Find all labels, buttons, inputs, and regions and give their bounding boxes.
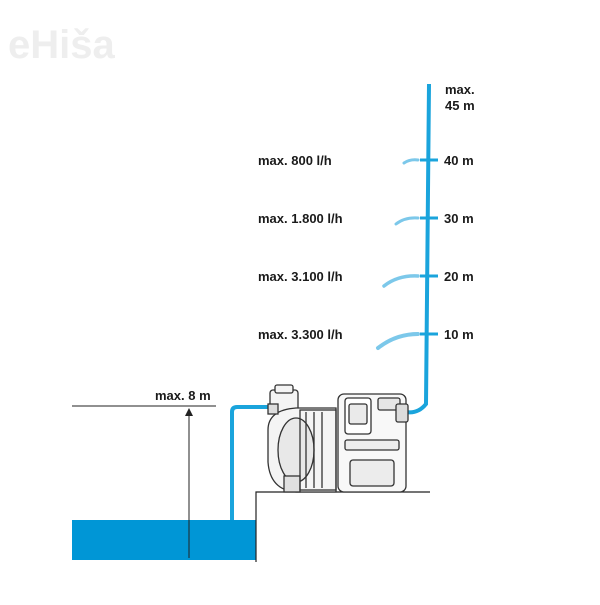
level-row: 20 m max. 3.100 l/h bbox=[258, 269, 474, 288]
water-jet-icon bbox=[394, 216, 420, 226]
suction-arrow-head bbox=[185, 408, 193, 416]
water-jet-icon bbox=[382, 274, 420, 288]
watermark: eHiša bbox=[8, 23, 115, 67]
pump-icon bbox=[267, 384, 409, 493]
level-flow-label: max. 800 l/h bbox=[258, 153, 332, 168]
max-height-label-line1: max. bbox=[445, 82, 475, 97]
level-flow-label: max. 3.100 l/h bbox=[258, 269, 343, 284]
level-row: 40 m max. 800 l/h bbox=[258, 153, 474, 168]
water-jet-icon bbox=[402, 158, 420, 165]
level-height-label: 40 m bbox=[444, 153, 474, 168]
level-row: 10 m max. 3.300 l/h bbox=[258, 327, 474, 350]
water-jet-icon bbox=[376, 332, 420, 350]
level-flow-label: max. 1.800 l/h bbox=[258, 211, 343, 226]
pressure-pipe bbox=[405, 83, 431, 415]
level-height-label: 30 m bbox=[444, 211, 474, 226]
suction-pipe bbox=[230, 405, 268, 520]
level-flow-label: max. 3.300 l/h bbox=[258, 327, 343, 342]
level-height-label: 10 m bbox=[444, 327, 474, 342]
suction-height-label: max. 8 m bbox=[155, 388, 211, 403]
level-height-label: 20 m bbox=[444, 269, 474, 284]
max-height-label-line2: 45 m bbox=[445, 98, 475, 113]
level-row: 30 m max. 1.800 l/h bbox=[258, 211, 474, 226]
ground-line bbox=[255, 491, 430, 562]
water-reservoir bbox=[72, 520, 256, 560]
